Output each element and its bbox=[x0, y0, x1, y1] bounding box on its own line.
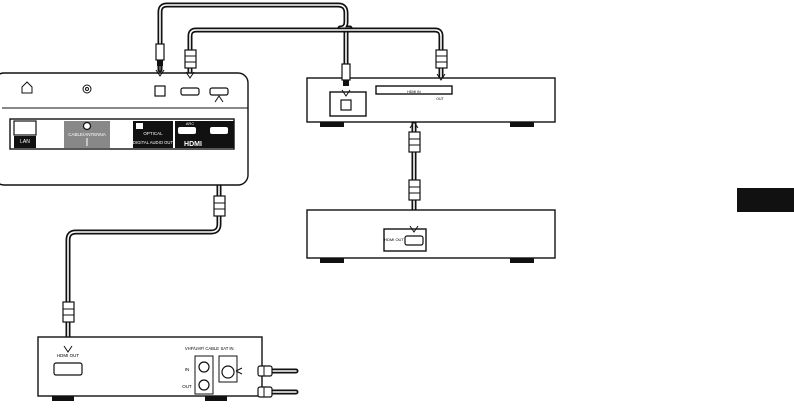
hdmi-port-top-2 bbox=[209, 87, 229, 96]
lan-label: LAN bbox=[20, 139, 30, 145]
arc-label: ARC bbox=[186, 121, 195, 126]
hdmi-cable-tv-to-receiver bbox=[187, 27, 444, 83]
gear-icon bbox=[82, 84, 92, 94]
receiver-port-label-2: OUT bbox=[436, 97, 444, 101]
hdmi-plug-receiver-out bbox=[408, 121, 421, 153]
optical-port-top bbox=[154, 85, 166, 97]
antenna-label: CABLE/ANTENNA bbox=[68, 132, 106, 137]
antenna-port bbox=[82, 121, 92, 131]
hdmi-source-player: HDMI OUT bbox=[306, 209, 556, 263]
home-icon bbox=[21, 81, 33, 94]
out-label: OUT bbox=[182, 384, 192, 389]
hdmi-logo: HDMI bbox=[184, 141, 202, 148]
optical-plug-tv bbox=[155, 43, 165, 77]
av-receiver: HDMI IN OUT bbox=[306, 77, 556, 127]
tv-rear-panel: LAN CABLE/ANTENNA OPTICAL DIGITAL AUDIO … bbox=[0, 72, 249, 186]
coax-plug-out bbox=[257, 386, 273, 398]
optical-plug-receiver bbox=[341, 63, 351, 97]
player-hdmi-port bbox=[404, 235, 424, 246]
sat-in-label: SAT IN bbox=[220, 346, 233, 351]
receiver-port-label-1: HDMI IN bbox=[407, 90, 421, 94]
hdmi-plug-tv-top bbox=[184, 49, 197, 79]
hdmi-plug-receiver-in bbox=[435, 49, 448, 81]
hdmi-plug-player bbox=[408, 179, 421, 233]
settop-hdmi-out-label: HDMI OUT bbox=[57, 353, 79, 358]
coax-plug-in bbox=[235, 365, 273, 377]
hdmi-cable-tv-to-settop bbox=[65, 93, 222, 355]
lan-port bbox=[13, 120, 37, 136]
antenna-in-port bbox=[198, 361, 210, 373]
digital-audio-label: DIGITAL AUDIO OUT bbox=[133, 140, 173, 145]
hdmi-port-top-1 bbox=[180, 87, 200, 96]
hdmi-plug-tv-bottom bbox=[213, 95, 226, 217]
in-label: IN bbox=[185, 367, 190, 372]
settop-hdmi-port bbox=[53, 362, 83, 376]
section-tab-marker bbox=[737, 188, 794, 212]
hdmi-plug-settop bbox=[62, 301, 75, 353]
player-hdmi-out-label: HDMI OUT bbox=[384, 237, 404, 242]
optical-label: OPTICAL bbox=[143, 131, 163, 136]
receiver-optical-port bbox=[340, 99, 352, 111]
sat-in-port bbox=[221, 365, 235, 379]
antenna-title: VHF/UHF/ CABLE bbox=[185, 346, 219, 351]
antenna-out-port bbox=[198, 379, 210, 391]
settop-box: HDMI OUT VHF/UHF/ CABLE IN OUT SAT IN bbox=[37, 336, 263, 401]
